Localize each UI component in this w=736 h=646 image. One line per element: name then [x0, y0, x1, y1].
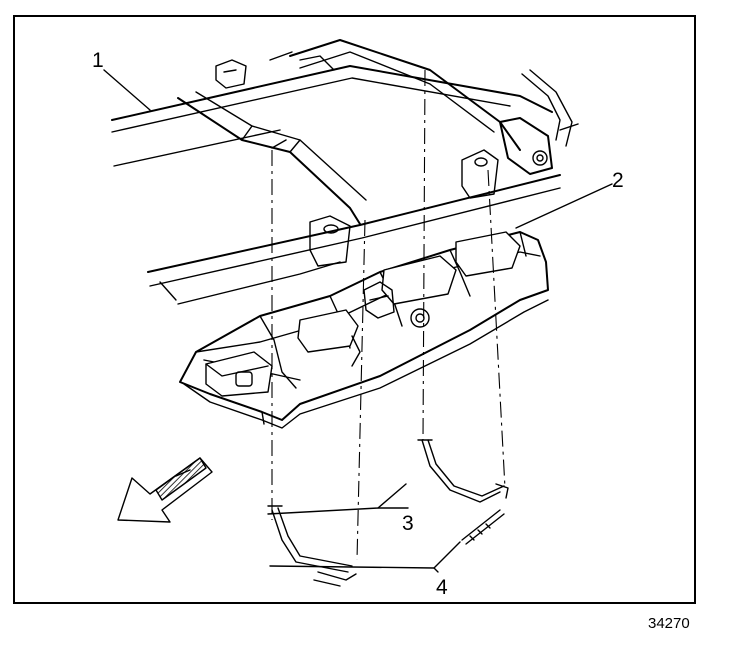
- callout-3: 3: [402, 512, 414, 535]
- figure-number: 34270: [648, 615, 690, 632]
- front-direction-arrow-icon: [117, 457, 213, 523]
- strap: [267, 69, 509, 573]
- leader-lines: [103, 69, 613, 573]
- bolt: [313, 509, 505, 587]
- callout-1: 1: [92, 49, 104, 72]
- frame: [111, 39, 579, 305]
- callout-4: 4: [436, 576, 448, 599]
- callout-2: 2: [612, 169, 624, 192]
- fuel-tank: [179, 231, 549, 429]
- figure-border: [13, 15, 696, 604]
